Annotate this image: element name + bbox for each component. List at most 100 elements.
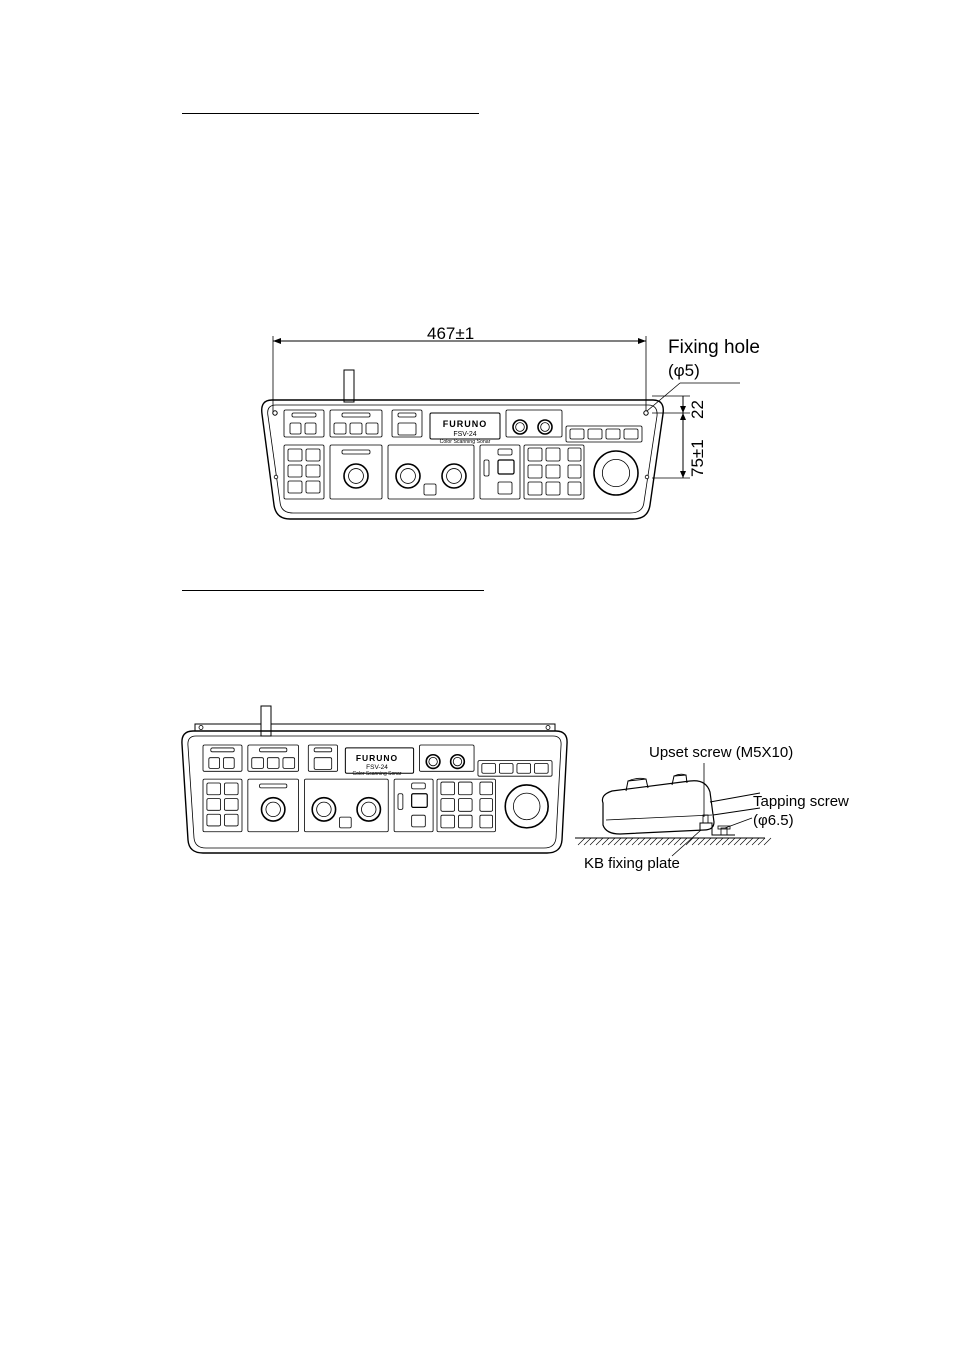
left-keypad-key: [287, 464, 303, 478]
range-knob-group: [329, 444, 383, 500]
upset-screw-label: Upset screw (M5X10): [649, 744, 793, 761]
gain-knob-2-inner: [452, 756, 463, 767]
right-keypad: [523, 444, 585, 500]
top-right-key-group: [477, 760, 553, 777]
gain-knob-2: [449, 753, 466, 770]
keyboard-side-view: [575, 773, 772, 846]
single-key: [313, 757, 333, 770]
surface-hatch: [643, 837, 652, 846]
single-key: [397, 422, 417, 436]
section-heading-rule-1: [182, 113, 479, 114]
switch-key: [411, 793, 428, 808]
single-key-group: [391, 409, 423, 438]
single-key-group: [307, 744, 338, 772]
left-keypad-key: [206, 782, 221, 796]
gain-knob-1: [512, 419, 528, 435]
train-center-key: [339, 816, 352, 829]
train-knob-1-inner: [400, 468, 416, 484]
surface-hatch: [655, 837, 664, 846]
surface-hatch: [577, 837, 586, 846]
left-keypad-key: [305, 480, 321, 494]
surface-hatch: [637, 837, 646, 846]
gain-knob-1: [425, 753, 441, 770]
surface-hatch: [685, 837, 694, 846]
surface-hatch: [727, 837, 736, 846]
keyboard-brand: FURUNO: [443, 419, 488, 429]
surface-hatch: [583, 837, 592, 846]
top-right-key-group: [565, 425, 643, 443]
keyboard-subtitle: Color Scanning Sonar: [353, 771, 402, 777]
left-keypad-key: [287, 448, 303, 462]
surface-hatch: [709, 837, 718, 846]
switch-group: [479, 444, 521, 500]
right-keypad-key: [545, 464, 561, 479]
width-dimension-label: 467±1: [427, 324, 474, 343]
surface-hatch: [613, 837, 622, 846]
right-keypad-key: [527, 481, 543, 496]
kb-fixing-plate-label: KB fixing plate: [584, 855, 680, 872]
trackball: [593, 450, 639, 496]
train-knob-1: [311, 796, 337, 822]
train-knob-group: [304, 778, 389, 833]
right-keypad-col-key: [567, 464, 582, 479]
tilt-key-2: [349, 422, 363, 435]
fixing-hole-size: (φ5): [668, 361, 700, 380]
right-keypad-col-key: [479, 798, 493, 812]
power-off-key: [223, 757, 235, 769]
switch-group: [393, 778, 434, 833]
left-keypad: [202, 778, 243, 833]
top-right-key-4: [534, 763, 549, 774]
tilt-key-1: [333, 422, 347, 435]
switch-key: [497, 459, 515, 475]
trackball: [504, 784, 549, 829]
switch-lower-key: [411, 814, 426, 828]
surface-hatch: [649, 837, 658, 846]
keyboard-model: FSV-24: [366, 764, 388, 771]
surface-hatch: [733, 837, 742, 846]
power-indicator: [291, 412, 317, 418]
range-knob-group: [247, 778, 299, 833]
left-keypad-key: [224, 782, 239, 796]
range-knob-inner: [265, 801, 281, 818]
right-keypad-key: [545, 447, 561, 462]
tapping-screw-label: Tapping screw: [753, 793, 849, 810]
train-knob-2: [356, 796, 382, 822]
top-right-key-2: [587, 428, 603, 440]
power-off-key: [304, 422, 317, 435]
height-dimensions: [652, 395, 690, 479]
switch-indicator: [497, 448, 513, 456]
knob-group: [419, 744, 475, 772]
surface-hatch: [745, 837, 754, 846]
surface-hatch: [661, 837, 670, 846]
trackball-inner: [601, 458, 631, 488]
train-center-key: [423, 483, 437, 496]
train-knob-1: [395, 463, 421, 489]
surface-hatch: [703, 837, 712, 846]
gain-knob-2: [537, 419, 553, 435]
left-keypad-key: [206, 798, 221, 811]
right-keypad: [436, 778, 496, 833]
gain-knob-1-inner: [428, 756, 438, 767]
power-on-key: [208, 757, 220, 769]
logo-box: [429, 412, 501, 440]
power-key-group: [202, 744, 243, 772]
tilt-key-1: [251, 757, 264, 769]
tilt-key-3: [365, 422, 379, 435]
train-knob-2-inner: [446, 468, 462, 484]
surface-hatch: [697, 837, 706, 846]
power-on-key: [289, 422, 302, 435]
surface-hatch: [607, 837, 616, 846]
range-knob-inner: [348, 468, 364, 484]
surface-hatch: [601, 837, 610, 846]
right-keypad-key: [440, 781, 455, 796]
tilt-key-3: [282, 757, 296, 769]
left-keypad-key: [224, 798, 239, 811]
section-heading-rule-2: [182, 590, 484, 591]
right-keypad-key: [458, 781, 473, 796]
keyboard-subtitle: Color Scanning Sonar: [440, 439, 491, 445]
height-dimension-label: 75±1: [688, 439, 707, 477]
gain-knob-2-inner: [540, 422, 550, 432]
fixing-hole-right: [643, 410, 649, 416]
